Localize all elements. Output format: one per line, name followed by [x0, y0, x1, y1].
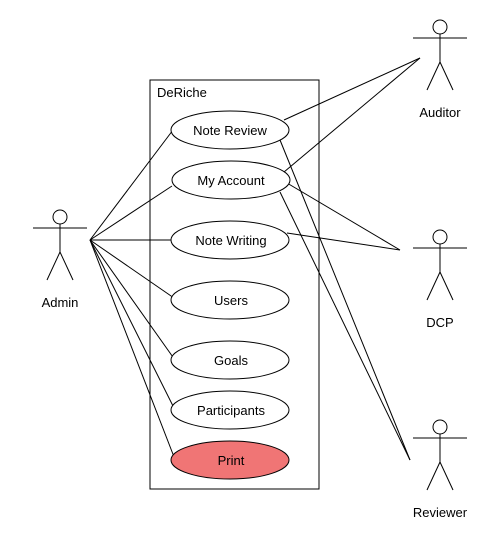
use-case-label: Users: [214, 293, 248, 308]
actor-label: Auditor: [419, 105, 461, 120]
stick-figure-icon: [413, 229, 467, 301]
use-case-my-account[interactable]: My Account: [171, 160, 291, 200]
assoc-auditor-note-review: [283, 57, 421, 121]
actor-dcp[interactable]: DCP: [413, 229, 467, 330]
system-name: DeRiche: [157, 85, 207, 100]
assoc-dcp-note-writing: [286, 232, 401, 251]
use-case-label: Print: [218, 453, 245, 468]
use-case-label: Goals: [214, 353, 248, 368]
actor-label: Admin: [42, 295, 79, 310]
assoc-dcp-my-account: [286, 182, 401, 251]
assoc-reviewer-my-account: [279, 191, 411, 461]
associations: [89, 57, 421, 463]
assoc-admin-participants: [89, 239, 176, 411]
use-case-participants[interactable]: Participants: [170, 390, 290, 430]
use-case-goals[interactable]: Goals: [170, 340, 290, 380]
assoc-reviewer-note-review: [279, 139, 411, 461]
use-case-label: My Account: [197, 173, 265, 188]
stick-figure-icon: [413, 419, 467, 491]
actor-admin[interactable]: Admin: [33, 209, 87, 310]
use-case-label: Participants: [197, 403, 265, 418]
actor-label: DCP: [426, 315, 453, 330]
assoc-admin-goals: [89, 239, 176, 361]
use-case-note-writing[interactable]: Note Writing: [170, 220, 290, 260]
assoc-admin-note-review: [89, 129, 174, 241]
use-case-label: Note Writing: [195, 233, 266, 248]
use-case-print[interactable]: Print: [170, 440, 290, 480]
use-case-users[interactable]: Users: [170, 280, 290, 320]
stick-figure-icon: [413, 19, 467, 91]
assoc-auditor-my-account: [283, 57, 421, 173]
actor-label: Reviewer: [413, 505, 468, 520]
actor-auditor[interactable]: Auditor: [413, 19, 467, 120]
system-boundary: [149, 79, 320, 490]
use-case-note-review[interactable]: Note Review: [170, 110, 290, 150]
assoc-admin-my-account: [89, 185, 173, 241]
stick-figure-icon: [33, 209, 87, 281]
use-case-label: Note Review: [193, 123, 267, 138]
assoc-admin-users: [89, 239, 175, 299]
actor-reviewer[interactable]: Reviewer: [413, 419, 468, 520]
assoc-admin-print: [89, 239, 177, 463]
